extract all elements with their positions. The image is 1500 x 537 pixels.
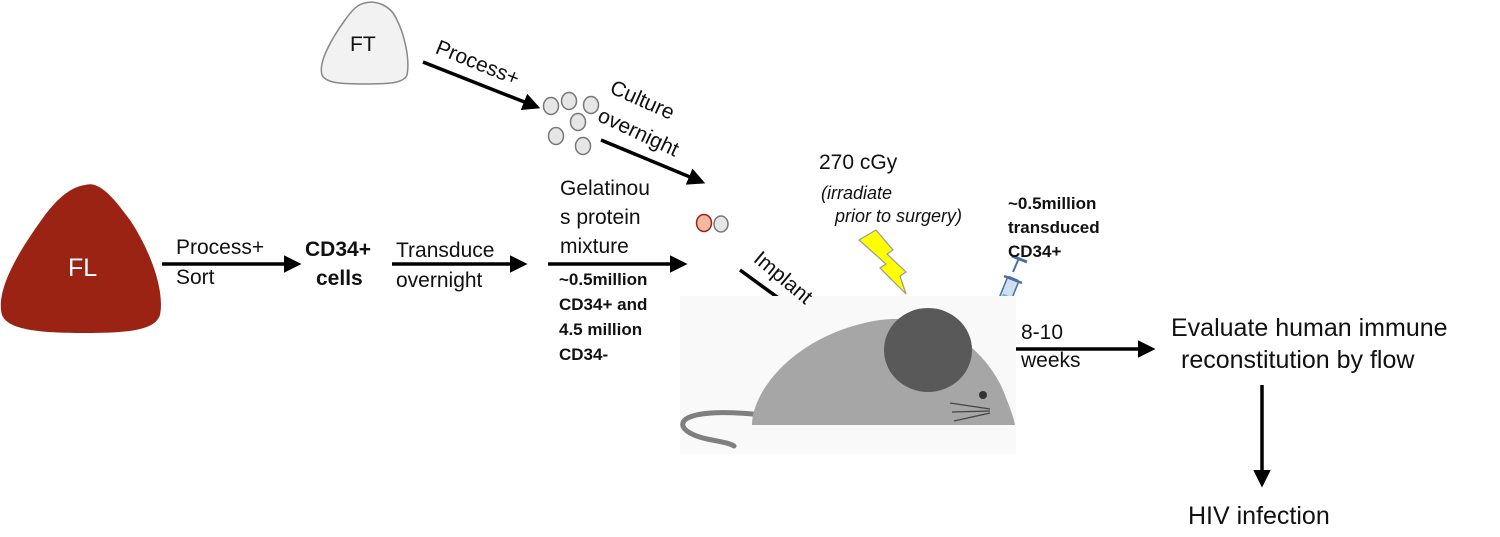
evaluate-line-2: reconstitution by flow <box>1181 346 1415 374</box>
cells-label: cells <box>316 267 363 290</box>
dose-note-1: (irradiate <box>821 183 893 203</box>
transduced-line-2: transduced <box>1008 218 1100 237</box>
lightning-bolt-icon <box>857 229 907 295</box>
mouse-eye <box>979 391 987 399</box>
weeks-line-2: weeks <box>1021 349 1081 372</box>
fetal-liver-shape <box>0 184 161 333</box>
mouse-ear <box>884 308 972 392</box>
sort-label: Sort <box>176 266 215 289</box>
dose-note-2: prior to surgery) <box>835 206 963 226</box>
arrow-ft-process <box>422 60 541 110</box>
hiv-infection-label: HIV infection <box>1188 502 1330 530</box>
transduce-overnight-label: overnight <box>396 269 483 292</box>
fetal-thymus-shape <box>320 1 409 85</box>
gelatinous-line-2: s protein <box>560 206 641 229</box>
transduced-line-1: ~0.5million <box>1008 194 1097 213</box>
thymus-cells-cluster <box>542 91 600 156</box>
evaluate-line-1: Evaluate human immune <box>1171 314 1448 342</box>
cd34-label: CD34+ <box>305 238 371 261</box>
fl-label: FL <box>68 254 98 282</box>
count-line-4: CD34- <box>559 345 609 364</box>
arrow-culture-overnight <box>600 138 706 185</box>
mouse-tail <box>680 410 773 449</box>
process-label: Process+ <box>176 236 265 259</box>
count-line-2: CD34+ and <box>559 295 648 314</box>
mouse-whiskers <box>949 402 991 422</box>
ft-label: FT <box>350 33 376 56</box>
dose-label: 270 cGy <box>819 151 898 174</box>
mouse-icon <box>680 296 1016 454</box>
weeks-line-1: 8-10 <box>1021 321 1064 344</box>
count-line-1: ~0.5million <box>559 270 648 289</box>
gelatinous-line-3: mixture <box>560 235 629 258</box>
gelatinous-line-1: Gelatinou <box>560 177 650 200</box>
count-line-3: 4.5 million <box>559 320 643 339</box>
transduced-line-3: CD34+ <box>1008 242 1062 261</box>
mixed-cells <box>695 213 729 233</box>
transduce-label: Transduce <box>396 239 495 262</box>
